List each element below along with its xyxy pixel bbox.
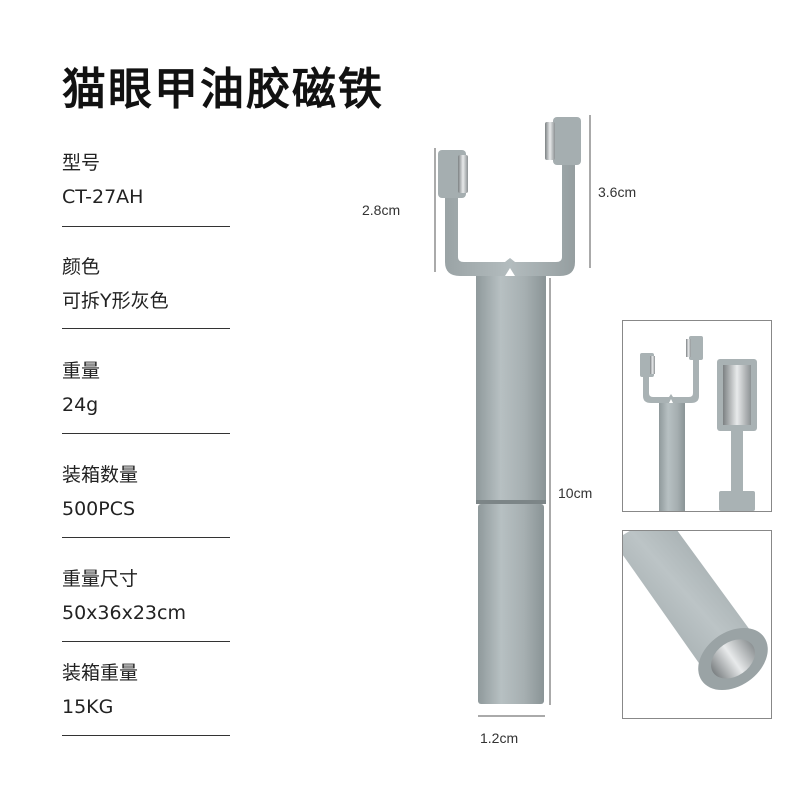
- detail-photo-magnet-end: [622, 530, 772, 719]
- page-title: 猫眼甲油胶磁铁: [62, 64, 384, 115]
- detail-photo-assembled: [622, 320, 772, 512]
- left-magnet: [458, 155, 468, 193]
- dimension-label-diameter: 1.2cm: [480, 730, 519, 746]
- spec-label: 装箱重量: [62, 662, 139, 684]
- spec-color: 颜色 可拆Y形灰色: [62, 254, 230, 329]
- dimension-label-length: 10cm: [558, 485, 593, 501]
- detail-photo-1-illustration: [640, 336, 757, 511]
- spec-value: 15KG: [62, 696, 114, 718]
- spec-weight: 重量 24g: [62, 358, 230, 434]
- spec-label: 重量尺寸: [62, 568, 139, 590]
- spec-label: 颜色: [62, 256, 101, 278]
- spec-value: CT-27AH: [62, 186, 144, 208]
- right-magnet-holder: [553, 117, 581, 165]
- dimension-label-right-arm: 3.6cm: [598, 184, 637, 200]
- spec-carton-size: 重量尺寸 50x36x23cm: [62, 566, 230, 642]
- spec-carton-weight: 装箱重量 15KG: [62, 660, 230, 736]
- spec-value: 500PCS: [62, 498, 136, 520]
- spec-value: 50x36x23cm: [62, 602, 186, 624]
- upper-rod: [476, 276, 546, 502]
- spec-label: 重量: [62, 360, 101, 382]
- right-magnet: [545, 122, 555, 160]
- spec-model: 型号 CT-27AH: [62, 150, 230, 227]
- detail-photo-2-illustration: [623, 531, 768, 691]
- spec-value: 24g: [62, 394, 99, 416]
- dimension-label-left-arm: 2.8cm: [362, 202, 401, 218]
- spec-label: 装箱数量: [62, 464, 139, 486]
- spec-pack-quantity: 装箱数量 500PCS: [62, 462, 230, 538]
- magnet-end-icon: [711, 639, 755, 679]
- spec-label: 型号: [62, 152, 101, 174]
- lower-rod: [478, 504, 544, 704]
- spec-value: 可拆Y形灰色: [62, 290, 169, 312]
